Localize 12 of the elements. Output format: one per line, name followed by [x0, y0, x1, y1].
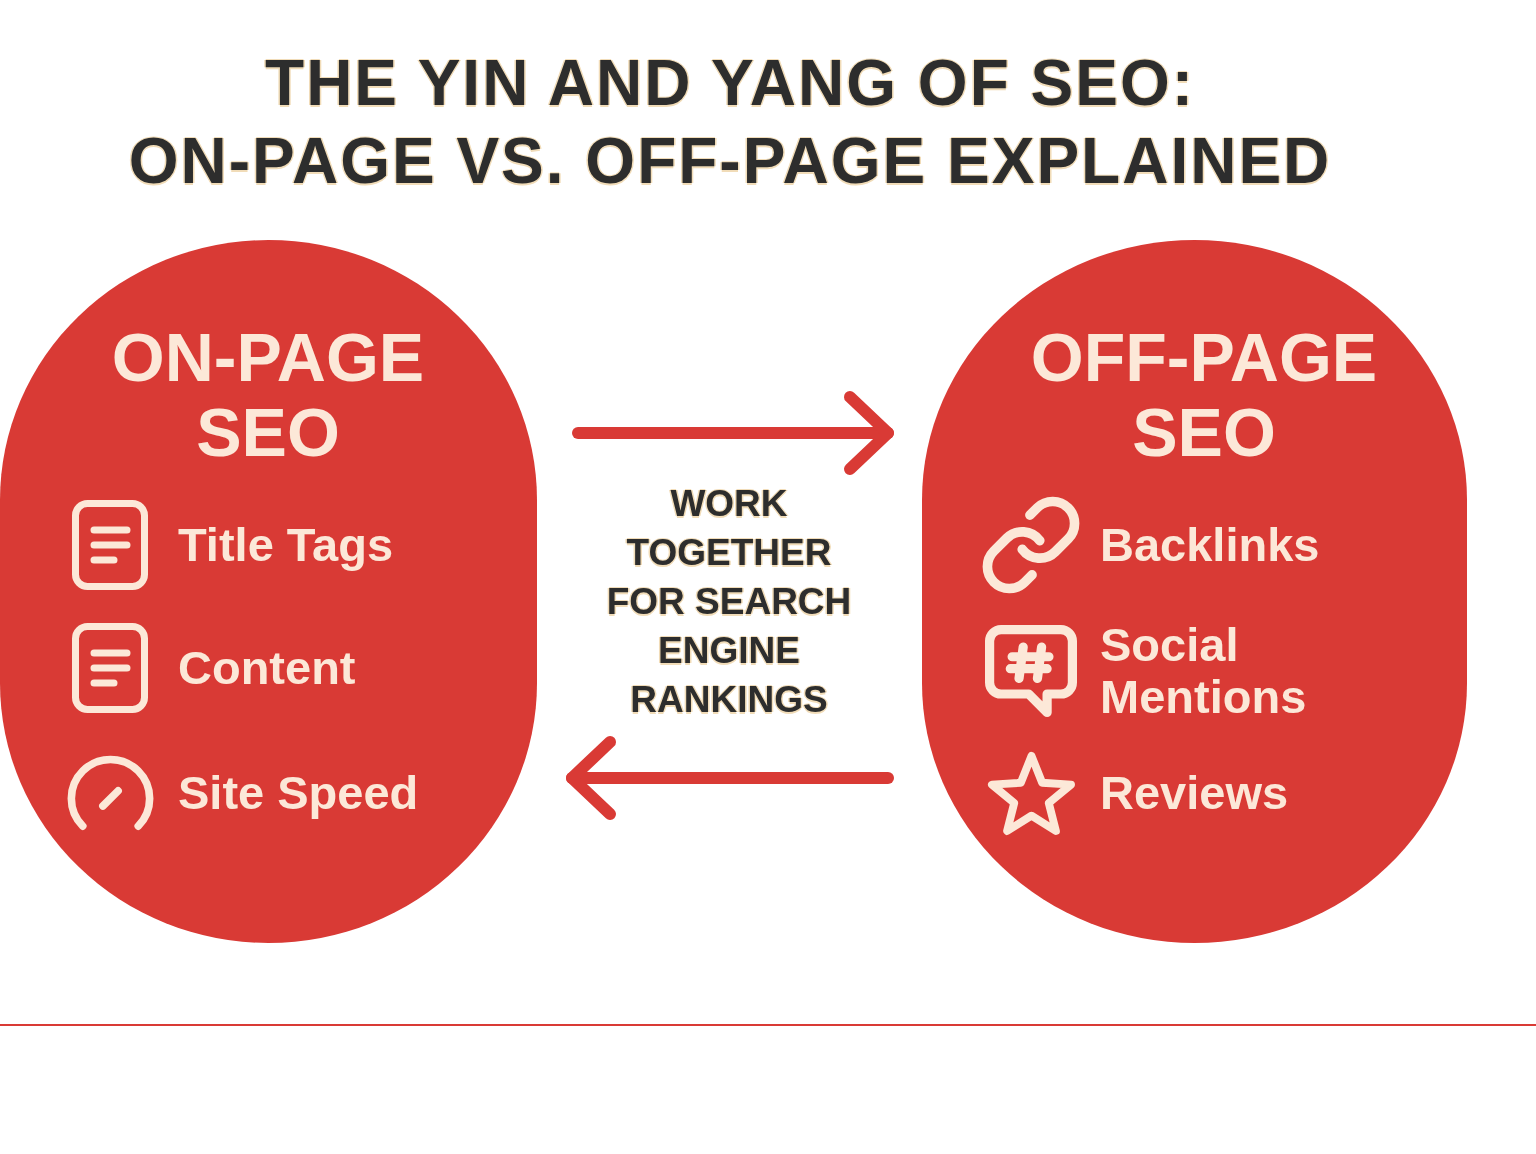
item-label: Reviews	[1100, 767, 1289, 819]
diagram-title: THE YIN AND YANG OF SEO: ON-PAGE VS. OFF-PAGE EXPLAINED	[127, 46, 1333, 199]
item-label: Backlinks	[1100, 519, 1320, 571]
item-label: Site Speed	[178, 767, 419, 819]
arrow	[566, 736, 894, 820]
arrow	[572, 391, 894, 475]
panel-heading: ON-PAGE SEO	[111, 320, 425, 470]
item-label: Content	[178, 642, 356, 694]
center-text: WORK TOGETHER FOR SEARCH ENGINE RANKINGS	[605, 482, 853, 722]
item-label: Title Tags	[178, 519, 394, 571]
item-label: Social Mentions	[1100, 619, 1308, 723]
panel-heading: OFF-PAGE SEO	[1030, 320, 1378, 470]
